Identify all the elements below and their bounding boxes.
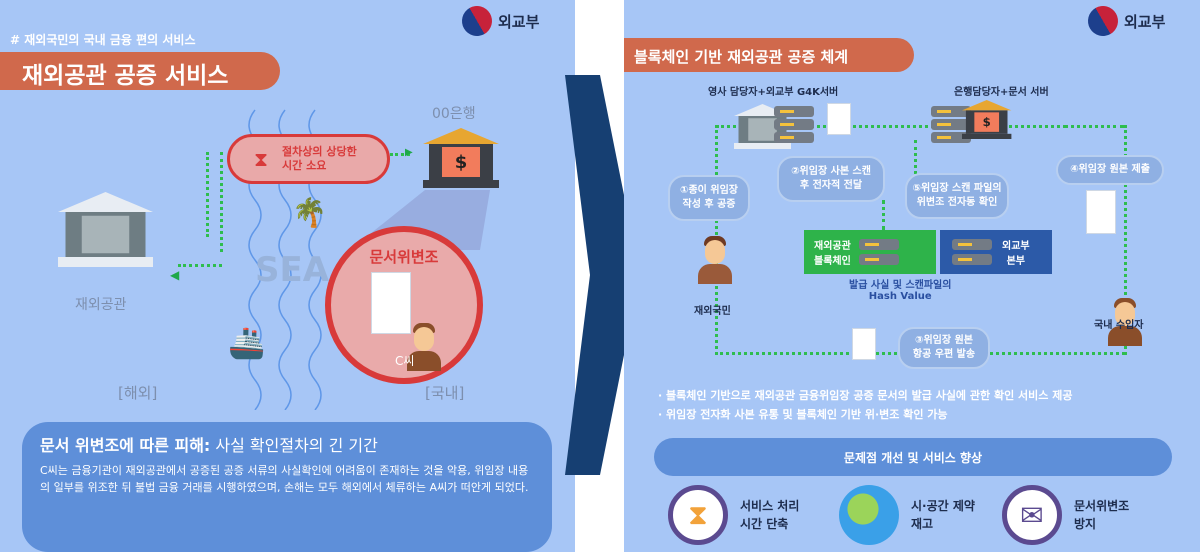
document-icon xyxy=(1086,190,1116,234)
arrow-left-icon: ◀ xyxy=(170,268,180,282)
blockchain-label: 재외공관 블록체인 xyxy=(814,241,851,267)
person-c-avatar xyxy=(407,323,441,371)
taegeuk-icon xyxy=(456,0,498,42)
page-title: 재외공관 공증 서비스 xyxy=(0,52,280,90)
left-panel: 외교부 # 재외국민의 국내 금융 편의 서비스 재외공관 공증 서비스 SEA… xyxy=(0,0,575,552)
forgery-label: 문서위변조 xyxy=(369,248,439,266)
flow-arrow xyxy=(565,75,640,475)
step-4: ④위임장 원본 제출 xyxy=(1056,155,1164,185)
blockchain-box: 재외공관 블록체인 xyxy=(804,230,936,274)
globe-icon xyxy=(839,485,899,545)
damage-card: 문서 위변조에 따른 피해: 사실 확인절차의 긴 기간 C씨는 금융기관이 재… xyxy=(22,422,552,552)
logo-text: 외교부 xyxy=(498,12,540,31)
right-panel: 외교부 블록체인 기반 재외공관 공증 체계 영사 담당자+외교부 G4K서버 … xyxy=(624,0,1200,552)
bank-server-icon xyxy=(931,106,971,143)
feature-label: 서비스 처리 시간 단축 xyxy=(740,499,800,531)
g4k-server-icon xyxy=(774,106,814,143)
section-title: 블록체인 기반 재외공관 공증 체계 xyxy=(624,38,914,72)
step-1: ①종이 위임장 작성 후 공증 xyxy=(668,175,750,221)
citizen-avatar xyxy=(698,236,732,284)
mofa-logo: 외교부 xyxy=(456,0,540,42)
person-label: C씨 xyxy=(395,354,415,368)
forgery-circle: 문서위변조 C씨 xyxy=(325,226,483,384)
hourglass-icon: ⧗ xyxy=(254,147,269,171)
hourglass-icon: ⧗ xyxy=(668,485,728,545)
mofa-hq-box: 외교부 본부 xyxy=(940,230,1052,274)
mofa-logo: 외교부 xyxy=(1082,0,1166,42)
route-line xyxy=(178,264,222,267)
flow-line xyxy=(716,125,1066,128)
logo-text: 외교부 xyxy=(1124,12,1166,31)
summary-bullets: · 블록체인 기반으로 재외공관 금융위임장 공증 문서의 발급 사실에 관한 … xyxy=(658,386,1072,425)
ship-icon: 🚢 xyxy=(228,326,266,361)
damage-body: C씨는 금융기관이 재외공관에서 공증된 공증 서류의 사실확인에 어려움이 존… xyxy=(40,464,529,495)
bank-icon: $ xyxy=(962,100,1012,139)
server-icon xyxy=(952,239,992,265)
feature-label: 문서위변조 방지 xyxy=(1074,499,1130,531)
mofa-hq-label: 외교부 본부 xyxy=(1002,241,1030,267)
damage-title-bold: 문서 위변조에 따른 피해: xyxy=(40,436,211,455)
bullet-item: · 블록체인 기반으로 재외공관 금융위임장 공증 문서의 발급 사실에 관한 … xyxy=(658,389,1073,402)
importer-avatar xyxy=(1108,298,1142,346)
damage-title: 사실 확인절차의 긴 기간 xyxy=(210,436,378,455)
route-line xyxy=(390,153,410,156)
arrow-right-icon: ▶ xyxy=(405,147,413,158)
flow-line xyxy=(882,200,885,230)
feature-forgery: ✉ 문서위변조 방지 xyxy=(1002,485,1129,545)
embassy-label: 재외공관 xyxy=(75,297,127,313)
delay-text: 절차상의 상당한 시간 소요 xyxy=(282,144,357,172)
bullet-item: · 위임장 전자화 사본 유통 및 블록체인 기반 위·변조 확인 가능 xyxy=(658,408,948,422)
step-3: ③위임장 원본 항공 우편 발송 xyxy=(898,327,990,369)
document-icon xyxy=(852,328,876,360)
improvement-banner: 문제점 개선 및 서비스 향상 xyxy=(654,438,1172,476)
step-5: ⑤위임장 스캔 파일의 위변조 전자동 확인 xyxy=(905,173,1009,219)
envelope-document-icon: ✉ xyxy=(1002,485,1062,545)
route-line xyxy=(206,152,209,237)
flow-line xyxy=(914,140,917,180)
feature-label: 시·공간 제약 재고 xyxy=(911,499,975,531)
bank-label: 00은행 xyxy=(432,106,476,122)
palm-island-icon: 🌴 xyxy=(292,196,327,229)
step-2: ②위임장 사본 스캔 후 전자적 전달 xyxy=(777,156,885,202)
overseas-label: [해외] xyxy=(118,384,158,402)
bank-server-label: 은행담당자+문서 서버 xyxy=(954,87,1049,98)
embassy-icon xyxy=(58,192,153,267)
flow-line xyxy=(1124,125,1127,355)
hashtag: # 재외국민의 국내 금융 편의 서비스 xyxy=(10,33,196,47)
importer-label: 국내 수입자 xyxy=(1094,320,1144,331)
flow-line xyxy=(1064,125,1124,128)
server-icon xyxy=(858,239,899,265)
delay-badge: ⧗ 절차상의 상당한 시간 소요 xyxy=(227,134,390,184)
citizen-label: 재외국민 xyxy=(694,306,731,317)
taegeuk-icon xyxy=(1082,0,1124,42)
document-icon xyxy=(827,103,851,135)
route-line xyxy=(220,152,223,252)
consul-server-label: 영사 담당자+외교부 G4K서버 xyxy=(708,87,839,98)
hash-value-label: 발급 사실 및 스캔파일의 Hash Value xyxy=(849,280,952,302)
feature-space: 시·공간 제약 재고 xyxy=(839,485,975,545)
document-icon xyxy=(371,272,411,334)
sea-label: SEA xyxy=(255,250,330,290)
feature-time: ⧗ 서비스 처리 시간 단축 xyxy=(668,485,799,545)
bank-icon: $ xyxy=(423,128,499,188)
domestic-label: [국내] xyxy=(425,384,465,402)
